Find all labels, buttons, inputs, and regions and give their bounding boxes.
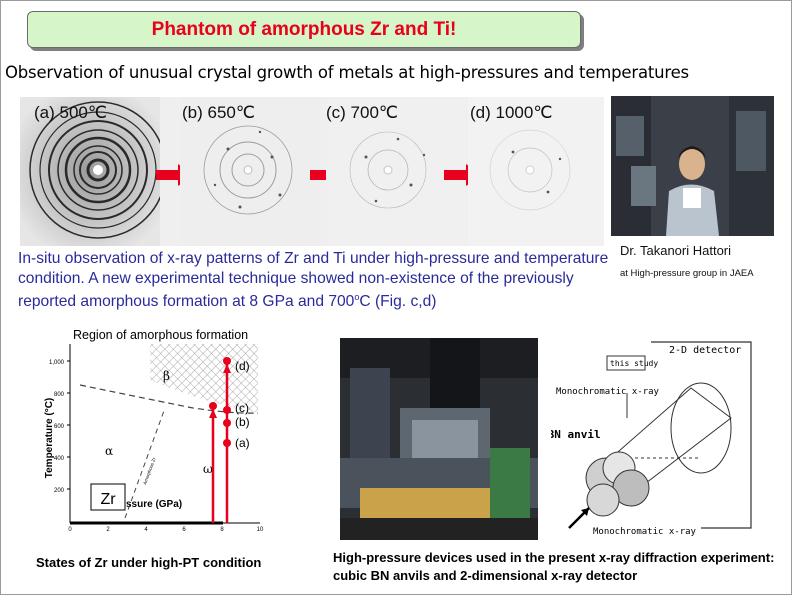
xray-pattern-strip: (a) 500℃ (b) 650℃ [20, 97, 604, 246]
x-tick-label: 0 [68, 527, 72, 533]
xray-label: Monochromatic x-ray [593, 527, 697, 537]
researcher-photo [611, 96, 774, 236]
caption-text-end: C (Fig. c,d) [359, 293, 437, 311]
anvil-label: cBN anvil [551, 428, 601, 441]
xray-caption: In-situ observation of x-ray patterns of… [18, 249, 628, 312]
xray-pattern-c-image [326, 97, 466, 246]
x-tick-label: 6 [182, 527, 186, 533]
xray-panel-a: (a) 500℃ [20, 97, 167, 246]
element-label: Zr [100, 491, 116, 508]
xray-panel-label: (a) 500℃ [34, 103, 107, 122]
xray-panel-label: (c) 700℃ [326, 103, 399, 122]
xray-pattern-d-image [468, 97, 604, 246]
xray-pattern-b-image [180, 97, 320, 246]
point-label-b: (b) [235, 415, 250, 429]
y-tick-label: 200 [54, 488, 65, 494]
xray-panel-d: (d) 1000℃ [468, 97, 604, 246]
x-axis-label: Pressure (GPa) [110, 499, 182, 510]
y-axis-label: Temperature (°C) [44, 398, 55, 479]
phase-omega-label: ω [203, 462, 213, 476]
monochromator-label: Monochromatic x-ray [556, 387, 660, 397]
xray-panel-b: (b) 650℃ [180, 97, 320, 246]
boundary-label: Amorphous Zr [142, 456, 157, 485]
point-label-d: (d) [235, 359, 250, 373]
researcher-name: Dr. Takanori Hattori [620, 243, 732, 258]
x-tick-label: 10 [257, 527, 264, 533]
y-tick-label: 400 [54, 456, 65, 462]
caption-text: In-situ observation of x-ray patterns of… [18, 250, 609, 311]
point-label-a: (a) [235, 436, 250, 450]
phase-beta-label: β [163, 369, 170, 383]
devices-caption: High-pressure devices used in the presen… [333, 550, 775, 583]
xray-panel-label: (d) 1000℃ [470, 103, 553, 122]
phase-diagram-svg: 1,000 800 600 400 200 0 2 4 6 8 10 Press… [44, 328, 264, 533]
detector-label: 2-D detector [669, 345, 741, 356]
phase-alpha-label: α [105, 444, 113, 458]
xray-panel-c: (c) 700℃ [326, 97, 466, 246]
y-tick-label: 600 [54, 424, 65, 430]
y-tick-label: 1,000 [49, 360, 65, 366]
xray-pattern-a-image [20, 97, 167, 246]
x-tick-label: 4 [144, 527, 148, 533]
point-label-c: (c) [235, 401, 249, 415]
slide-title: Phantom of amorphous Zr and Ti! [151, 18, 457, 40]
x-tick-label: 8 [220, 527, 224, 533]
researcher-photo-image [611, 96, 774, 236]
schematic-svg: 2-D detector this study Monochromatic x-… [541, 341, 752, 537]
x-tick-label: 2 [106, 527, 110, 533]
title-box: Phantom of amorphous Zr and Ti! [27, 11, 581, 48]
researcher-affiliation: at High-pressure group in JAEA [620, 268, 754, 279]
element-box [90, 483, 126, 511]
caption-superscript: o [354, 292, 360, 302]
experiment-schematic: 2-D detector this study Monochromatic x-… [541, 338, 773, 538]
slide-subtitle: Observation of unusual crystal growth of… [5, 63, 689, 82]
y-tick-label: 800 [54, 392, 65, 398]
xray-panel-label: (b) 650℃ [182, 103, 255, 122]
phase-diagram: 1,000 800 600 400 200 0 2 4 6 8 10 Press… [33, 328, 301, 533]
this-study-label: this study [610, 359, 658, 368]
device-photo [340, 338, 538, 540]
diagram-caption: States of Zr under high-PT condition [36, 555, 262, 570]
device-photo-image [340, 338, 538, 540]
region-label: Region of amorphous formation [73, 328, 248, 342]
